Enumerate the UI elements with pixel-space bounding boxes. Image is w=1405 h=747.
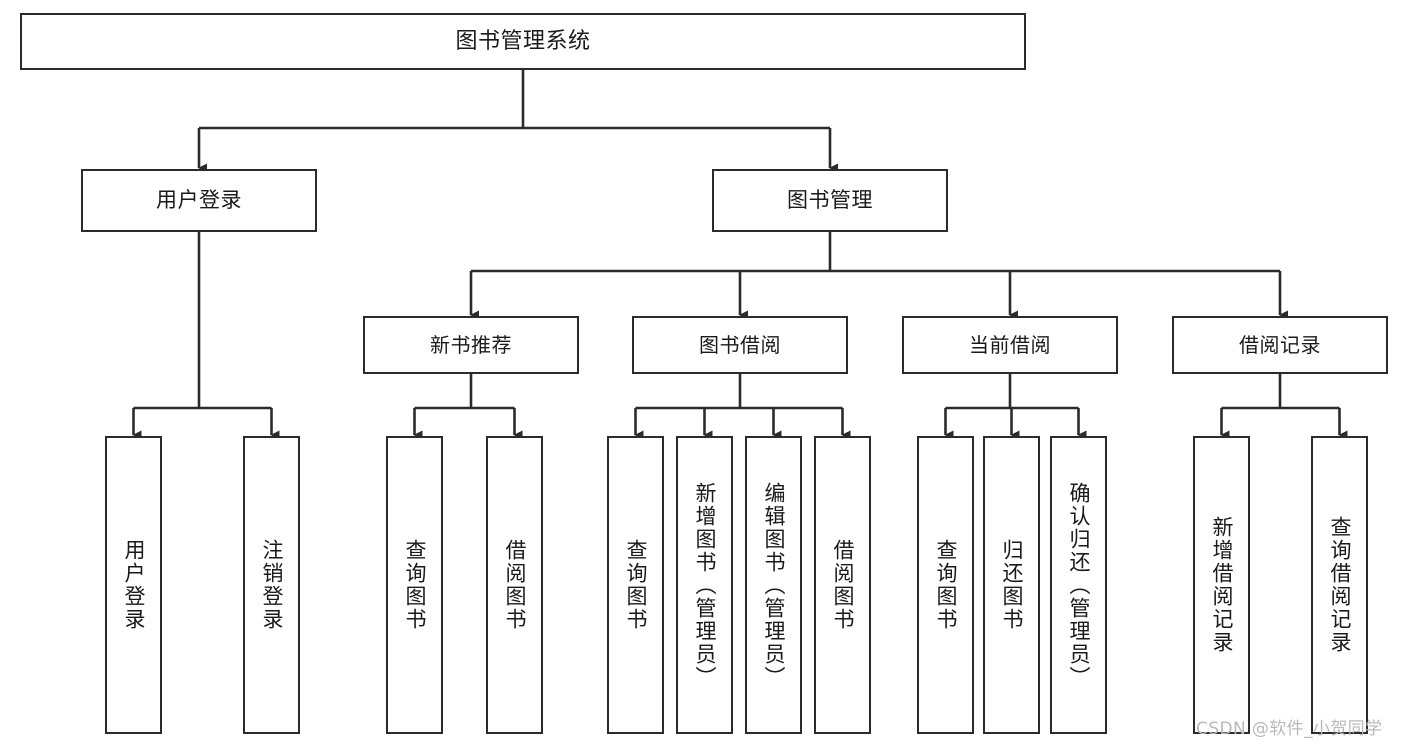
node-leaf-query-borrow-record: 查询借阅记录 (1311, 436, 1368, 734)
node-leaf-confirm-return: 确认归还（管理员） (1050, 436, 1107, 734)
node-label-leaf-query-books-rec: 查询图书 (403, 539, 427, 631)
node-user-login: 用户登录 (81, 169, 317, 232)
node-label-leaf-add-borrow-record: 新增借阅记录 (1210, 516, 1234, 654)
node-label-leaf-return-book: 归还图书 (1000, 539, 1024, 631)
node-label-leaf-confirm-return: 确认归还（管理员） (1067, 481, 1091, 689)
node-leaf-query-books-rec: 查询图书 (386, 436, 443, 734)
node-label-leaf-add-book: 新增图书（管理员） (693, 481, 717, 689)
node-leaf-add-book: 新增图书（管理员） (676, 436, 733, 734)
node-label-book-management: 图书管理 (787, 188, 873, 213)
node-leaf-borrow-books-rec: 借阅图书 (486, 436, 543, 734)
node-leaf-user-login: 用户登录 (105, 436, 162, 734)
node-leaf-query-books-borrow: 查询图书 (607, 436, 664, 734)
node-label-leaf-edit-book: 编辑图书（管理员） (762, 481, 786, 689)
node-new-book-recommend: 新书推荐 (363, 316, 579, 374)
node-leaf-return-book: 归还图书 (983, 436, 1040, 734)
node-label-current-borrow: 当前借阅 (969, 332, 1051, 357)
node-label-borrow-record: 借阅记录 (1239, 332, 1321, 357)
node-current-borrow: 当前借阅 (902, 316, 1118, 374)
edge-group (132, 70, 1348, 440)
node-leaf-add-borrow-record: 新增借阅记录 (1193, 436, 1250, 734)
node-book-management: 图书管理 (712, 169, 948, 232)
node-label-leaf-query-borrow-record: 查询借阅记录 (1328, 516, 1352, 654)
node-label-leaf-query-books-borrow: 查询图书 (624, 539, 648, 631)
node-label-root: 图书管理系统 (455, 28, 591, 54)
node-leaf-logout: 注销登录 (243, 436, 300, 734)
node-label-leaf-user-login: 用户登录 (122, 539, 146, 631)
node-root: 图书管理系统 (20, 13, 1026, 70)
node-label-new-book-recommend: 新书推荐 (430, 332, 512, 357)
node-label-book-borrow: 图书借阅 (699, 332, 781, 357)
node-label-leaf-borrow-book: 借阅图书 (831, 539, 855, 631)
node-book-borrow: 图书借阅 (632, 316, 848, 374)
node-label-user-login: 用户登录 (156, 188, 242, 213)
node-leaf-borrow-book: 借阅图书 (814, 436, 871, 734)
node-leaf-edit-book: 编辑图书（管理员） (745, 436, 802, 734)
node-label-leaf-borrow-books-rec: 借阅图书 (503, 539, 527, 631)
node-label-leaf-query-books-current: 查询图书 (934, 539, 958, 631)
node-borrow-record: 借阅记录 (1172, 316, 1388, 374)
node-leaf-query-books-current: 查询图书 (917, 436, 974, 734)
node-label-leaf-logout: 注销登录 (260, 539, 284, 631)
